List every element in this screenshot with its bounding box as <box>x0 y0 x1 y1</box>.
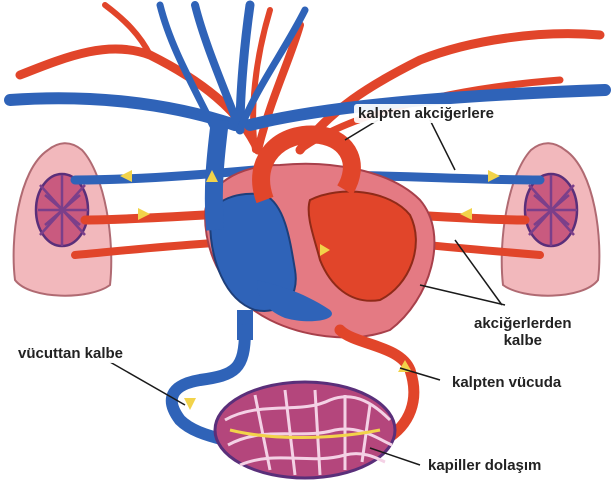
body-capillary-bed <box>215 382 395 478</box>
label-lungs-to-heart-line1: akciğerlerden <box>474 315 572 332</box>
label-body-to-heart: vücuttan kalbe <box>14 344 127 363</box>
left-lung-capillary-net <box>36 174 88 246</box>
right-lung-capillary-net <box>525 174 577 246</box>
heart <box>205 120 434 340</box>
label-lungs-to-heart: akciğerlerden kalbe <box>470 314 576 350</box>
upper-veins <box>10 5 605 130</box>
label-heart-to-lungs: kalpten akciğerlere <box>354 104 498 123</box>
vena-cava <box>214 120 220 230</box>
label-lungs-to-heart-line2: kalbe <box>474 332 572 349</box>
label-heart-to-body: kalpten vücuda <box>448 373 565 392</box>
label-capillary-circulation: kapiller dolaşım <box>424 456 545 475</box>
